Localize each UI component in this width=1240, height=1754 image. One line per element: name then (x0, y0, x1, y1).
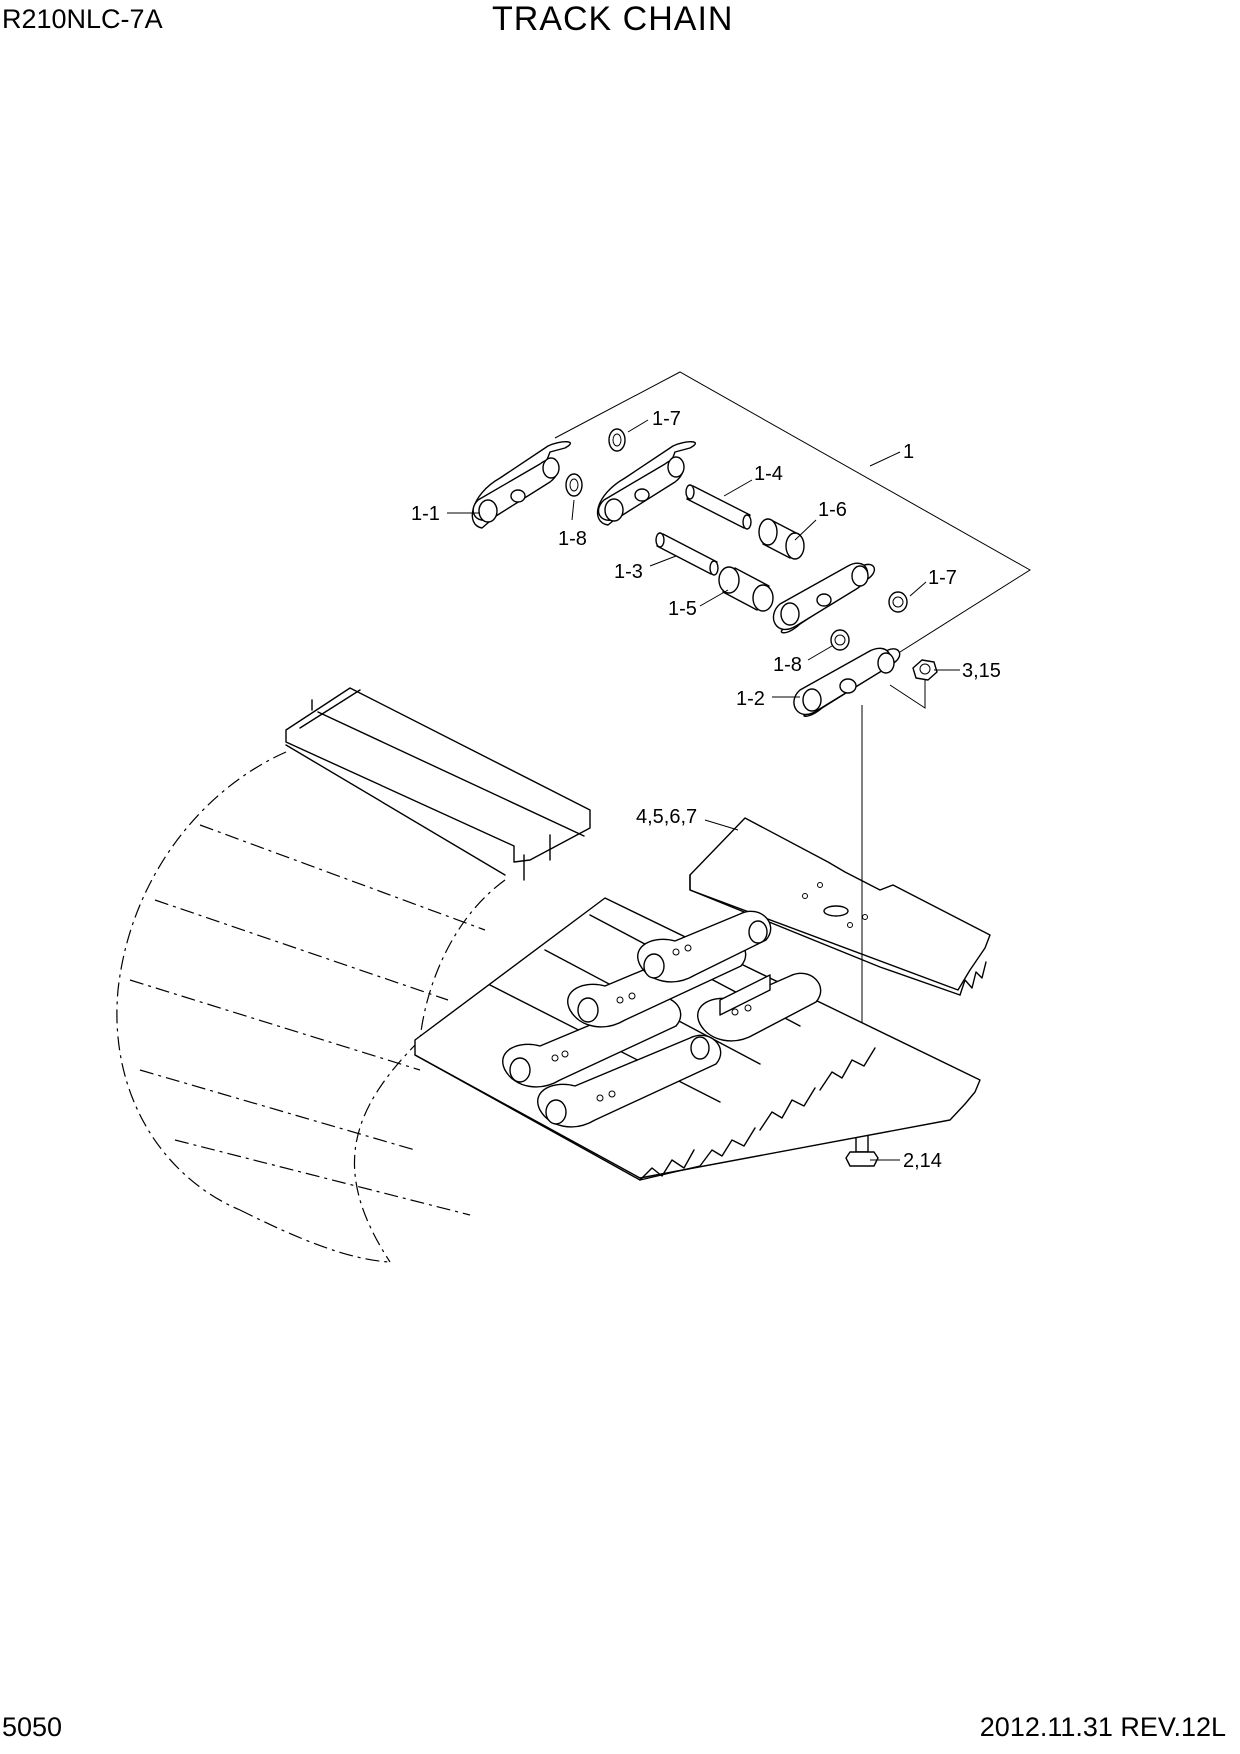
assembly-boundary (554, 371, 1031, 653)
callout-1-5: 1-5 (668, 598, 697, 620)
link-mid-right (772, 562, 876, 634)
page-number: 5050 (2, 1712, 63, 1742)
callout-1-8-upper: 1-8 (558, 528, 587, 550)
page-title: TRACK CHAIN (492, 0, 734, 38)
callout-3-15: 3,15 (962, 660, 1001, 682)
pin-1-4 (685, 484, 752, 530)
link-1-1 (471, 441, 572, 529)
track-shoe-single (689, 817, 991, 996)
callout-1-2: 1-2 (736, 688, 765, 710)
callout-1-7-upper: 1-7 (652, 408, 681, 430)
link-1-2 (793, 647, 901, 717)
callout-2-14: 2,14 (903, 1150, 942, 1172)
callout-4-5-6-7: 4,5,6,7 (636, 806, 697, 828)
revision-date: 2012.11.31 REV.12L (979, 1712, 1226, 1742)
washer-1-8-upper (565, 473, 583, 497)
washer-1-7-upper (608, 428, 626, 452)
model-number: R210NLC-7A (2, 4, 163, 34)
bushing-1-5 (718, 566, 774, 612)
callout-1-8-lower: 1-8 (773, 654, 802, 676)
nut-3-15 (912, 659, 938, 681)
callout-1: 1 (903, 441, 914, 463)
callout-1-7-lower: 1-7 (928, 567, 957, 589)
washer-1-7-lower (888, 591, 908, 613)
callout-1-3: 1-3 (614, 561, 643, 583)
link-upper-2 (597, 441, 697, 526)
track-belt-assembly (116, 687, 981, 1263)
washer-1-8-lower (830, 629, 850, 651)
callout-1-6: 1-6 (818, 499, 847, 521)
bushing-1-6 (758, 518, 805, 560)
pin-1-3 (655, 532, 719, 576)
leader-lines (447, 419, 960, 1161)
callout-1-4: 1-4 (754, 463, 783, 485)
callout-1-1: 1-1 (411, 503, 440, 525)
nut-leader (889, 680, 926, 709)
